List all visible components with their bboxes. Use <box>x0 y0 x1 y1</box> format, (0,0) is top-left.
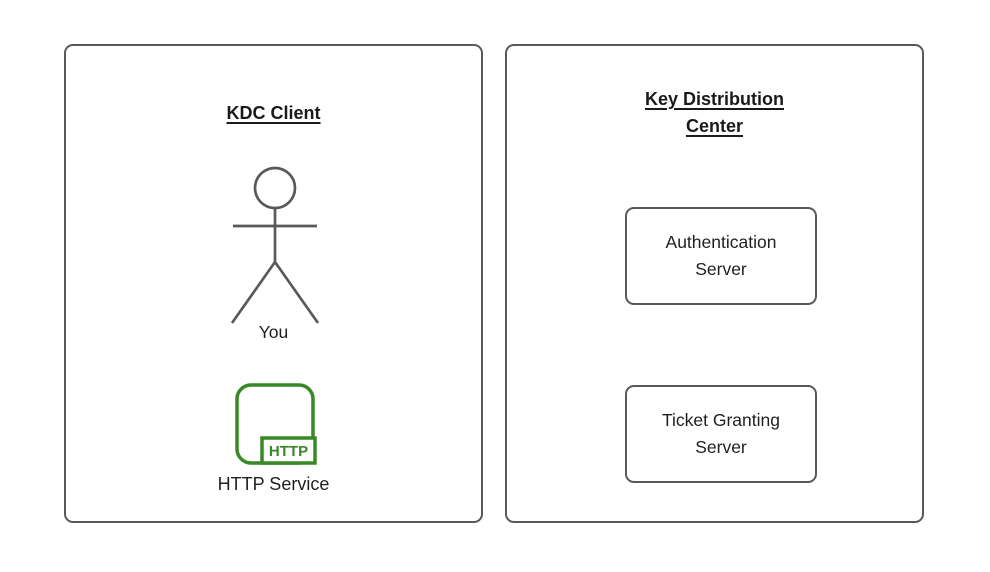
authentication-server-box: Authentication Server <box>625 207 817 305</box>
ticket-granting-server-box: Ticket Granting Server <box>625 385 817 483</box>
person-icon <box>230 166 320 324</box>
http-badge <box>260 436 317 465</box>
kdc-title-text: Key Distribution Center <box>644 89 784 136</box>
kdc-client-title-text: KDC Client <box>226 103 321 123</box>
kdc-title: Key Distribution Center <box>507 86 922 140</box>
authentication-server-label: Authentication Server <box>665 232 777 279</box>
kdc-client-panel: KDC Client You HTTP HTTP Service <box>64 44 483 523</box>
http-badge-text: HTTP <box>269 443 308 460</box>
kdc-client-title: KDC Client <box>66 100 481 127</box>
key-distribution-center-panel: Key Distribution Center Authentication S… <box>505 44 924 523</box>
actor-label: You <box>258 322 289 342</box>
ticket-granting-server-label: Ticket Granting Server <box>661 410 780 457</box>
service-label: HTTP Service <box>217 474 330 494</box>
http-service-icon: HTTP <box>235 383 317 465</box>
